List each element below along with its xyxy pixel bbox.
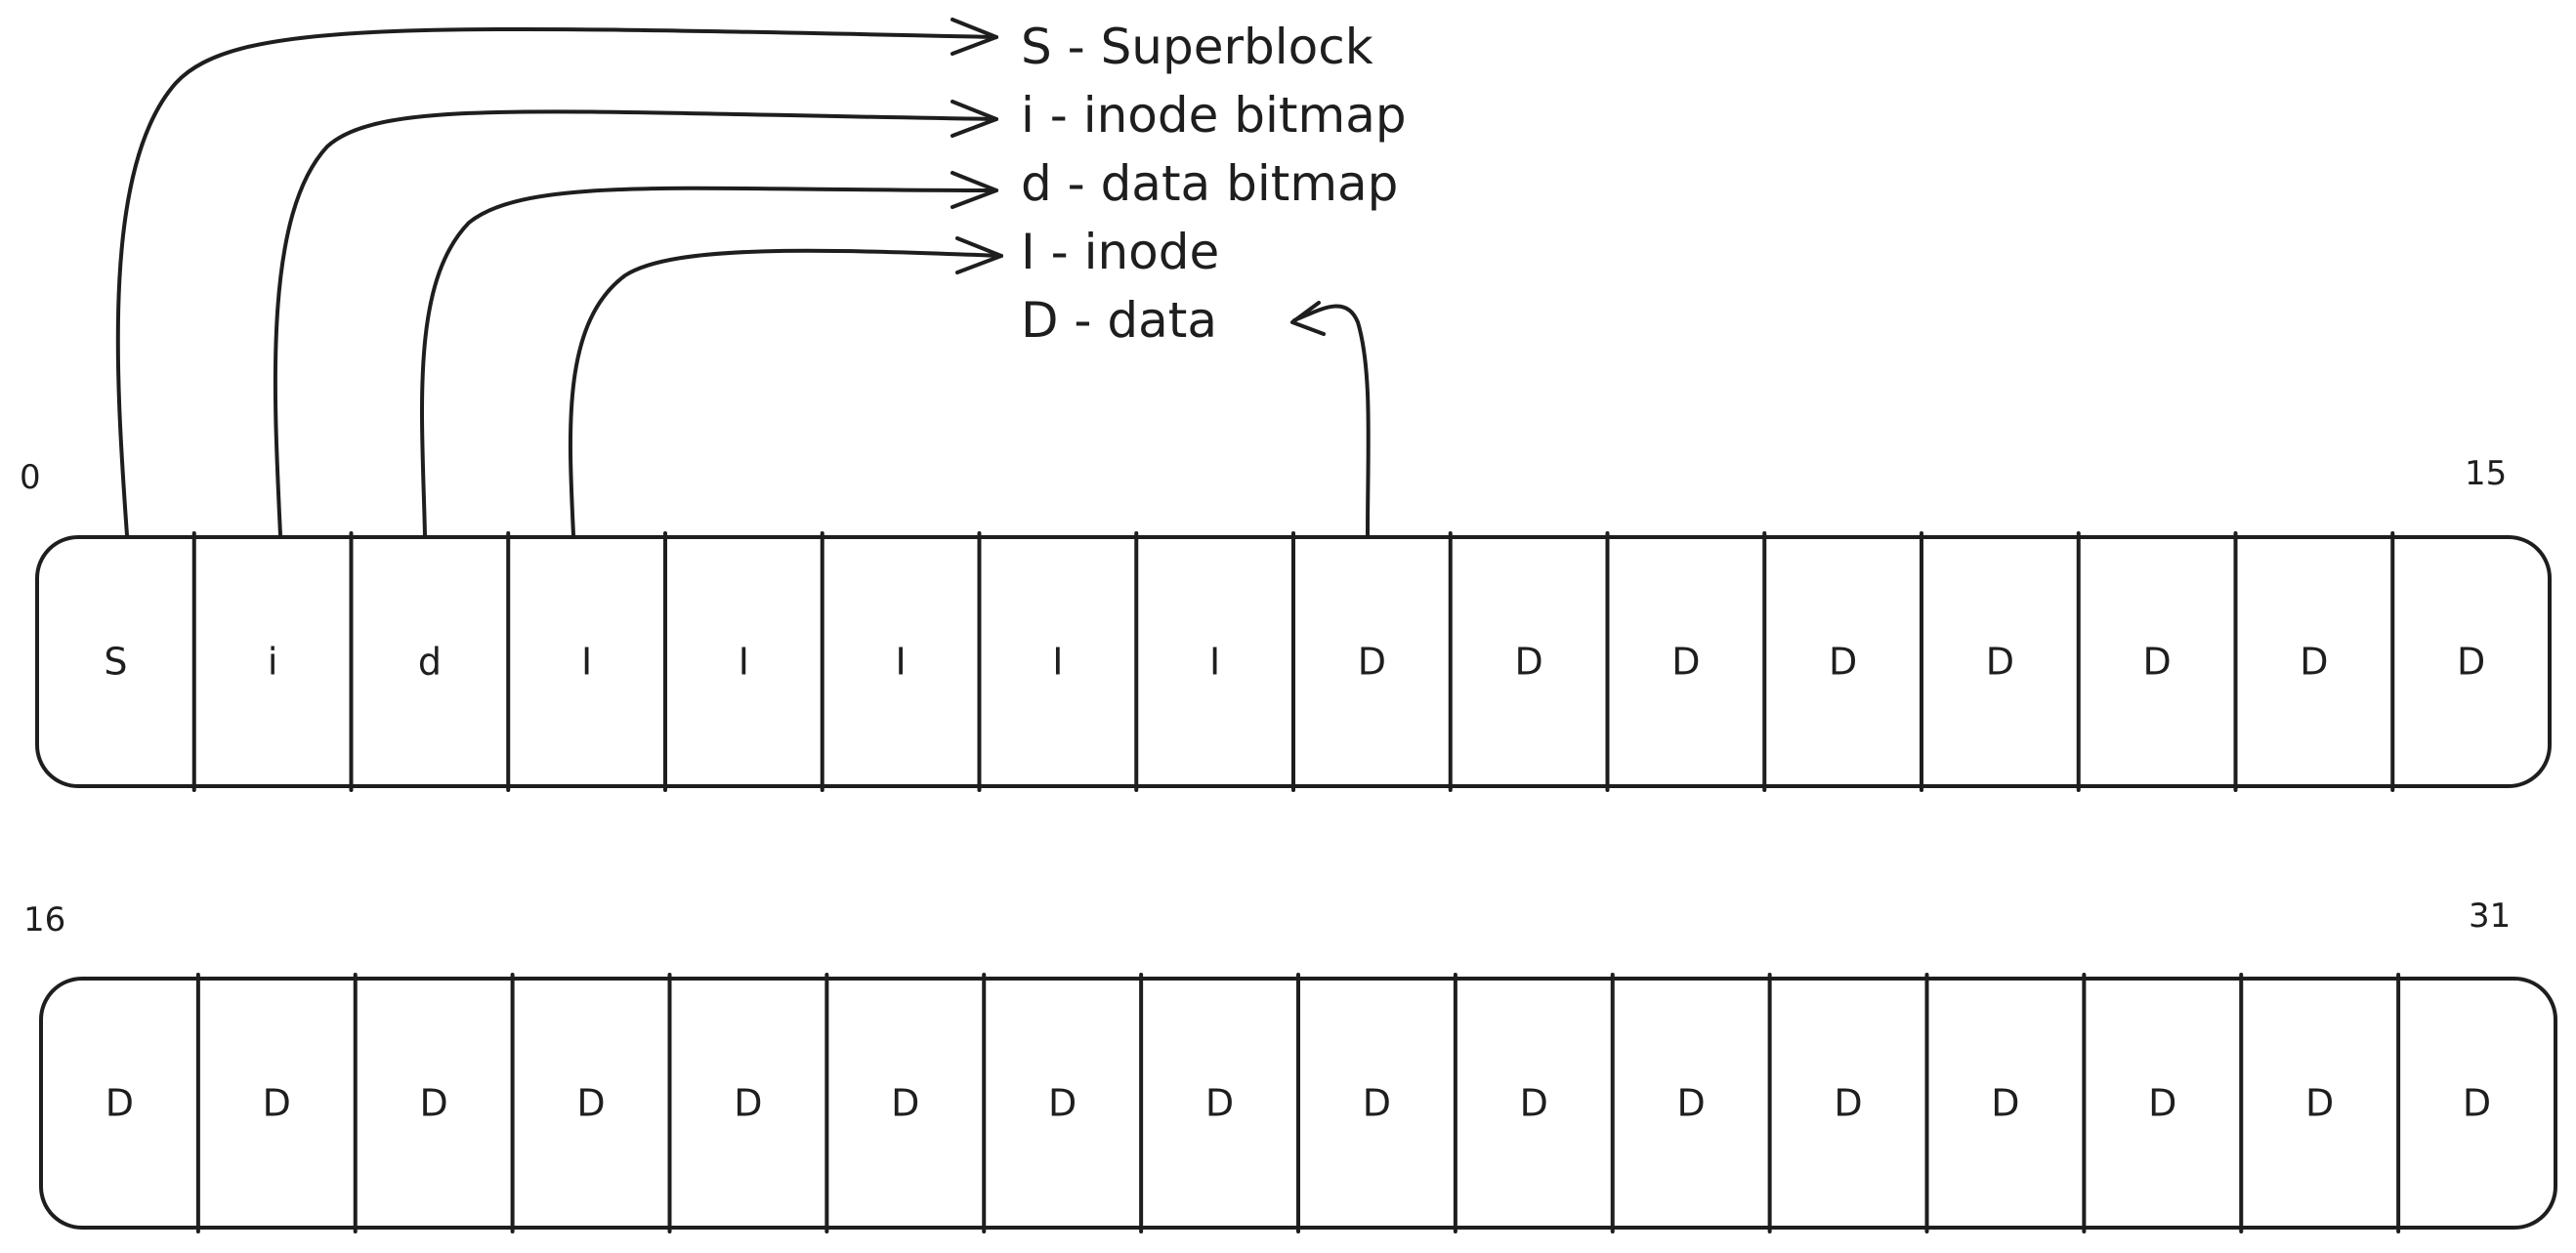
- block-cell: D: [1205, 1082, 1234, 1125]
- block-cell: D: [1834, 1082, 1862, 1125]
- block-cell: D: [2300, 641, 2328, 684]
- arrow-inode: [568, 248, 1003, 537]
- block-cell: D: [1520, 1082, 1548, 1125]
- block-cell: D: [1829, 641, 1857, 684]
- row-end-index: 31: [2469, 897, 2511, 936]
- block-cell: D: [1514, 641, 1542, 684]
- block-cell: D: [734, 1082, 762, 1125]
- block-row-16-31: 16 31 D D D D D D D D D D D D D D D D: [23, 897, 2557, 1233]
- block-cell: I: [1209, 641, 1220, 684]
- arrow-head-inode-bitmap: [950, 100, 998, 138]
- block-cell: i: [268, 641, 278, 684]
- legend-inode: I - inode: [1021, 224, 1219, 280]
- arrow-inode-bitmap: [273, 109, 998, 537]
- block-cell: I: [896, 641, 907, 684]
- block-cell: D: [891, 1082, 919, 1125]
- block-cell: D: [1048, 1082, 1077, 1125]
- block-cell: D: [576, 1082, 605, 1125]
- block-cell: D: [1671, 641, 1700, 684]
- arrow-head-data: [1290, 301, 1326, 336]
- block-cell: D: [1991, 1082, 2019, 1125]
- block-cell: D: [1677, 1082, 1706, 1125]
- arrow-head-data-bitmap: [950, 171, 998, 209]
- block-cell: D: [1358, 641, 1386, 684]
- block-cell: D: [2148, 1082, 2176, 1125]
- arrow-data: [1292, 304, 1371, 537]
- legend-superblock: S - Superblock: [1021, 19, 1373, 75]
- block-cell: D: [106, 1082, 134, 1125]
- block-cell: D: [420, 1082, 448, 1125]
- row-start-index: 0: [20, 458, 41, 497]
- block-cell: I: [1052, 641, 1063, 684]
- legend-data-bitmap: d - data bitmap: [1021, 155, 1398, 212]
- block-cell: S: [104, 641, 127, 684]
- legend-inode-bitmap: i - inode bitmap: [1021, 87, 1407, 144]
- block-cell: D: [1986, 641, 2014, 684]
- legend-arrows: [115, 18, 1371, 537]
- arrow-superblock: [115, 26, 998, 537]
- arrow-data-bitmap: [420, 186, 998, 537]
- block-cell: I: [581, 641, 592, 684]
- block-cell: D: [263, 1082, 291, 1125]
- block-cell: D: [1363, 1082, 1391, 1125]
- block-cell: D: [2305, 1082, 2334, 1125]
- row-end-index: 15: [2465, 454, 2507, 493]
- arrow-head-inode: [955, 236, 1003, 274]
- block-cell: D: [2463, 1082, 2491, 1125]
- row-start-index: 16: [23, 900, 65, 940]
- legend: S - Superblock i - inode bitmap d - data…: [1021, 19, 1407, 349]
- block-cell: D: [2457, 641, 2485, 684]
- block-cell: d: [418, 641, 442, 684]
- arrow-head-superblock: [950, 18, 998, 56]
- block-cell: I: [739, 641, 749, 684]
- legend-data: D - data: [1021, 292, 1217, 349]
- block-cell: D: [2142, 641, 2171, 684]
